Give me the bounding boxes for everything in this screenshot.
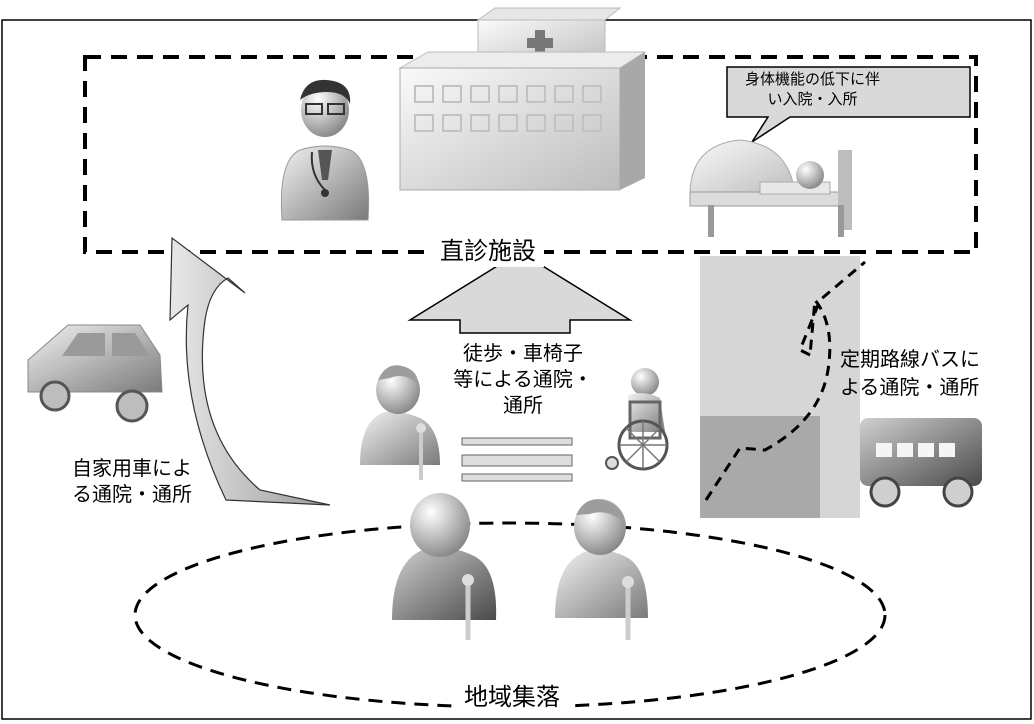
elderly-person-icon [555,499,648,640]
bus-label-line-1: 定期路線バスに [840,347,980,371]
car-label-line-2: る通院・通所 [72,482,192,506]
bus-label: 定期路線バスに よる通院・通所 [840,345,980,401]
callout-label: 身体機能の低下に伴 い入院・入所 [745,70,880,109]
community-boundary [133,521,887,709]
bus-label-line-2: よる通院・通所 [840,375,980,399]
car-label-line-1: 自家用車によ [72,456,192,480]
bus-route-line [704,296,832,501]
callout-bubble [726,66,971,143]
bus-route-line-end [798,260,866,357]
walk-label: 徒歩・車椅子 等による通院・ 通所 [448,340,598,418]
car-label: 自家用車によ る通院・通所 [72,455,192,507]
facility-label: 直診施設 [432,236,544,268]
callout-label-line-2: い入院・入所 [767,89,858,108]
doctor-icon [280,79,370,221]
community-label: 地域集落 [456,682,568,714]
walk-label-line-2: 等による通院・ [453,367,593,391]
walk-label-line-1: 徒歩・車椅子 [463,341,583,365]
hospital-icon [398,7,647,191]
elderly-person-icon [360,365,440,480]
bus-route-panel [700,256,860,518]
elderly-person-icon [392,493,497,640]
walk-label-line-3: 通所 [503,393,543,417]
path-stripes [461,437,573,482]
car-route-arrow [169,236,331,506]
bus-icon [860,418,982,508]
callout-label-line-1: 身体機能の低下に伴 [745,70,881,88]
bed-icon [689,139,852,237]
wheelchair-user-icon [605,368,669,471]
car-icon [27,324,163,423]
